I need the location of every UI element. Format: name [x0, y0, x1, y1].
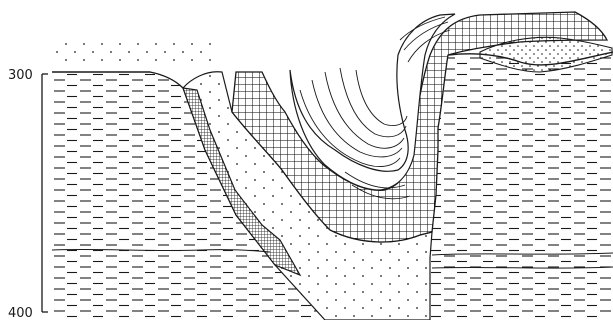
scale-label-400: 400 — [8, 306, 33, 320]
depth-scale: 300 400 — [8, 68, 48, 320]
dotted-cap-left — [55, 40, 215, 62]
scale-label-300: 300 — [8, 68, 33, 83]
mudstone-right — [430, 52, 613, 320]
